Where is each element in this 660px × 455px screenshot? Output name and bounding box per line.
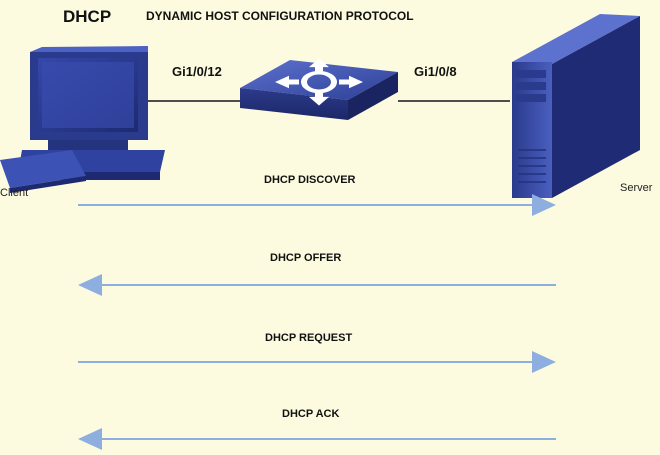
arrow-discover	[78, 194, 556, 216]
arrow-request	[78, 351, 556, 373]
message-label-ack: DHCP ACK	[282, 408, 340, 420]
port-label-server-side: Gi1/0/8	[414, 64, 457, 79]
port-label-client-side: Gi1/0/12	[172, 64, 222, 79]
server-label: Server	[620, 182, 653, 194]
page-title: DHCP	[63, 7, 112, 26]
page-subtitle: DYNAMIC HOST CONFIGURATION PROTOCOL	[146, 9, 414, 23]
message-label-discover: DHCP DISCOVER	[264, 174, 356, 186]
client-computer-icon	[0, 46, 165, 193]
arrow-offer	[78, 274, 556, 296]
message-arrows	[78, 194, 556, 450]
message-label-offer: DHCP OFFER	[270, 252, 342, 264]
server-tower-icon	[512, 14, 640, 198]
arrow-ack	[78, 428, 556, 450]
client-label: Client	[0, 187, 29, 199]
switch-icon	[240, 58, 398, 120]
message-label-request: DHCP REQUEST	[265, 332, 353, 344]
